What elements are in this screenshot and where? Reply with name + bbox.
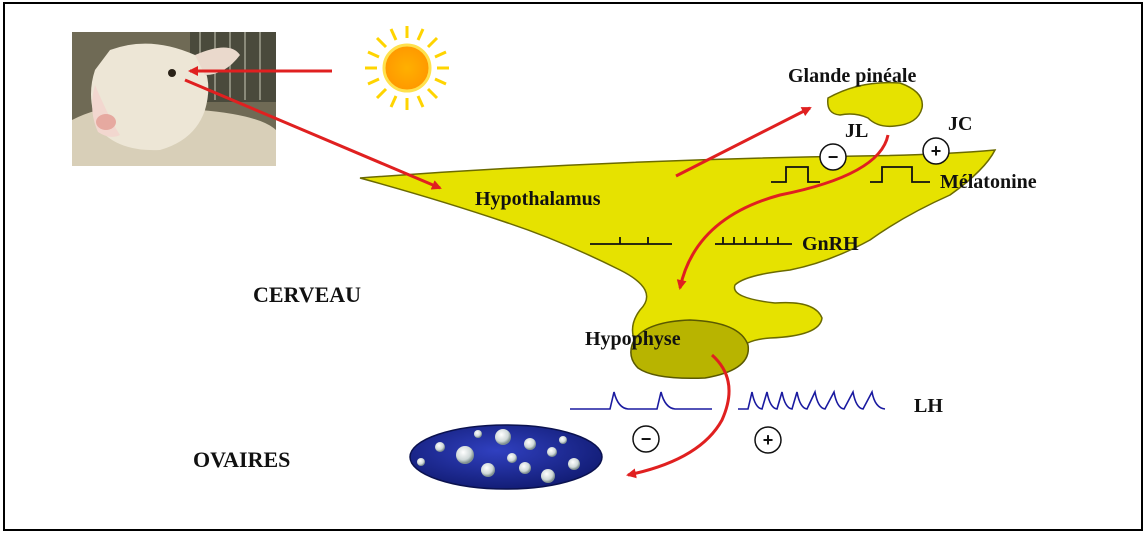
melatonine-label: Mélatonine xyxy=(940,171,1037,193)
pineal-label: Glande pinéale xyxy=(788,65,916,87)
pathway-arrows xyxy=(185,71,888,475)
ovary xyxy=(410,425,602,489)
ovaires-label: OVAIRES xyxy=(193,447,290,472)
pineal-jl-sign: − xyxy=(828,147,839,167)
hypophyse-label: Hypophyse xyxy=(585,328,681,350)
lh-jl-sign: − xyxy=(641,429,652,449)
cerveau-label: CERVEAU xyxy=(253,282,361,307)
sun-icon xyxy=(365,26,449,110)
jl-label: JL xyxy=(845,120,868,142)
lh-label: LH xyxy=(914,395,943,417)
pineal-gland-shape xyxy=(828,83,923,127)
hypothalamus-shape xyxy=(360,150,995,350)
pineal-jc-sign: + xyxy=(931,141,942,161)
gnrh-label: GnRH xyxy=(802,233,859,255)
hypothalamus-label: Hypothalamus xyxy=(475,188,601,210)
lh-jc-sign: + xyxy=(763,430,774,450)
sheep-photo xyxy=(72,32,276,166)
jc-label: JC xyxy=(948,113,972,135)
